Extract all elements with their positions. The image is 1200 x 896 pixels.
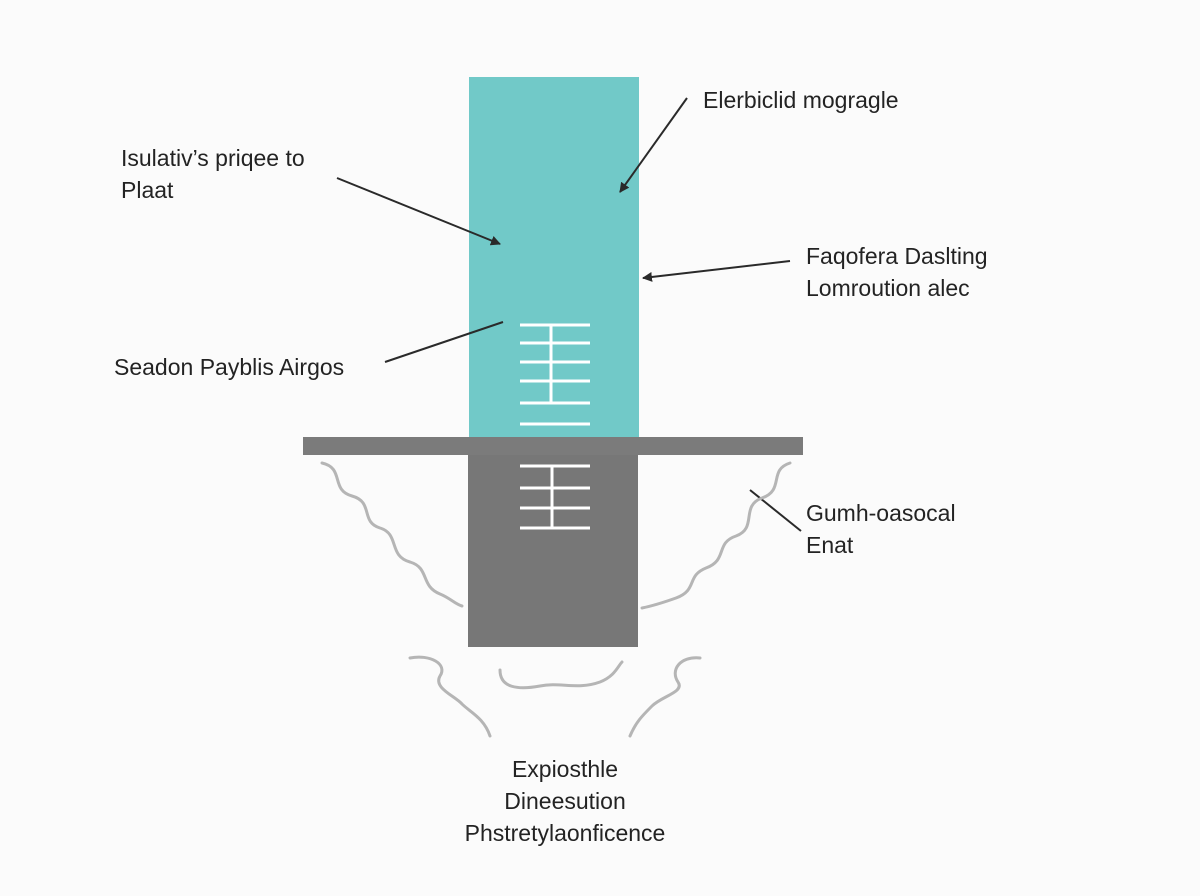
wavy-line-right — [640, 461, 792, 610]
wavy-line-bottom-left — [408, 655, 492, 738]
upper-column — [469, 77, 639, 437]
arrow-top-left — [336, 177, 501, 246]
arrow-top-right — [619, 97, 688, 193]
wavy-line-bottom-center — [498, 660, 624, 690]
arrow-middle-right — [642, 260, 791, 282]
label-middle-right: Faqofera Daslting Lomroution alec — [806, 240, 988, 304]
wavy-line-bottom-right — [628, 656, 702, 738]
pointer-line-lower-right — [749, 489, 802, 532]
pointer-line-middle-left — [384, 321, 504, 363]
upper-ladder-icon — [520, 323, 590, 426]
label-bottom-line2: Dineesution — [504, 788, 626, 814]
wavy-line-left — [320, 461, 464, 608]
label-bottom: Expiosthle Dineesution Phstretylaonficen… — [440, 753, 690, 849]
label-top-right: Elerbiclid mogragle — [703, 84, 899, 116]
label-middle-right-line1: Faqofera Daslting — [806, 243, 988, 269]
label-top-left-line2: Plaat — [121, 177, 174, 203]
label-middle-right-line2: Lomroution alec — [806, 275, 970, 301]
label-middle-left-line1: Seadon Payblis Airgos — [114, 354, 345, 380]
label-lower-right-line1: Gumh-oasocal — [806, 500, 956, 526]
label-top-right-line1: Elerbiclid mogragle — [703, 87, 899, 113]
label-bottom-line1: Expiosthle — [511, 756, 619, 782]
label-top-left-line1: Isulativ’s priqee to — [121, 145, 305, 171]
label-top-left: Isulativ’s priqee to Plaat — [121, 142, 305, 206]
lower-ladder-icon — [520, 464, 590, 530]
label-lower-right: Gumh-oasocal Enat — [806, 497, 956, 561]
label-bottom-line3: Phstretylaonficence — [464, 820, 666, 846]
wavy-ground-lines — [320, 461, 792, 738]
label-middle-left: Seadon Payblis Airgos — [114, 351, 344, 383]
label-lower-right-line2: Enat — [806, 532, 854, 558]
ground-slab — [303, 437, 803, 455]
